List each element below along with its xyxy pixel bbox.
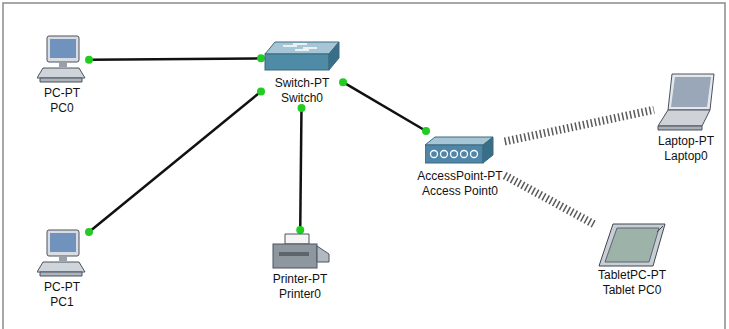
network-device: PC-PTPC1 [35, 226, 89, 312]
device-model: AccessPoint-PT [417, 169, 502, 184]
network-device: Printer-PTPrinter0 [267, 230, 333, 304]
network-device: TabletPC-PTTablet PC0 [595, 220, 669, 300]
pc-icon [37, 230, 85, 276]
ethernet-cable [343, 82, 426, 131]
network-device: Laptop-PTLaptop0 [654, 70, 718, 166]
wireless-link [505, 175, 595, 224]
link-status-dot [422, 127, 430, 135]
device-name: Laptop0 [664, 149, 707, 164]
device-icon [37, 34, 87, 86]
printer-icon [273, 234, 329, 268]
device-name: PC1 [50, 295, 73, 310]
device-model: Switch-PT [275, 76, 330, 91]
ethernet-cable [89, 58, 261, 59]
tablet-icon [599, 224, 665, 266]
link-status-dot [296, 226, 304, 234]
device-name: Access Point0 [422, 184, 498, 199]
ethernet-cable [300, 108, 301, 230]
frame-border [3, 3, 725, 329]
device-icon [425, 133, 495, 169]
link-status-dot [257, 54, 265, 62]
device-name: Switch0 [281, 91, 323, 106]
device-name: Tablet PC0 [603, 283, 662, 298]
device-model: PC-PT [44, 86, 80, 101]
link-status-dot [257, 87, 265, 95]
network-device: PC-PTPC0 [35, 32, 89, 118]
network-device: AccessPoint-PTAccess Point0 [415, 131, 504, 201]
device-icon [37, 228, 87, 280]
device-icon [597, 222, 667, 268]
link-status-dot [297, 104, 305, 112]
device-icon [263, 40, 341, 76]
pc-icon [37, 36, 85, 82]
link-status-dot [339, 78, 347, 86]
device-model: TabletPC-PT [598, 268, 666, 283]
link-status-dot [85, 56, 93, 64]
link-status-dot [85, 228, 93, 236]
ap-icon [425, 137, 493, 163]
device-model: Laptop-PT [658, 134, 714, 149]
device-model: PC-PT [44, 280, 80, 295]
wireless-link [505, 110, 654, 142]
device-icon [656, 72, 716, 134]
network-device: Switch-PTSwitch0 [261, 38, 343, 108]
device-name: Printer0 [279, 287, 321, 302]
laptop-icon [658, 74, 714, 130]
device-icon [269, 232, 331, 272]
ethernet-cable [89, 91, 261, 231]
device-model: Printer-PT [273, 272, 328, 287]
device-name: PC0 [50, 101, 73, 116]
switch-icon [265, 42, 339, 70]
